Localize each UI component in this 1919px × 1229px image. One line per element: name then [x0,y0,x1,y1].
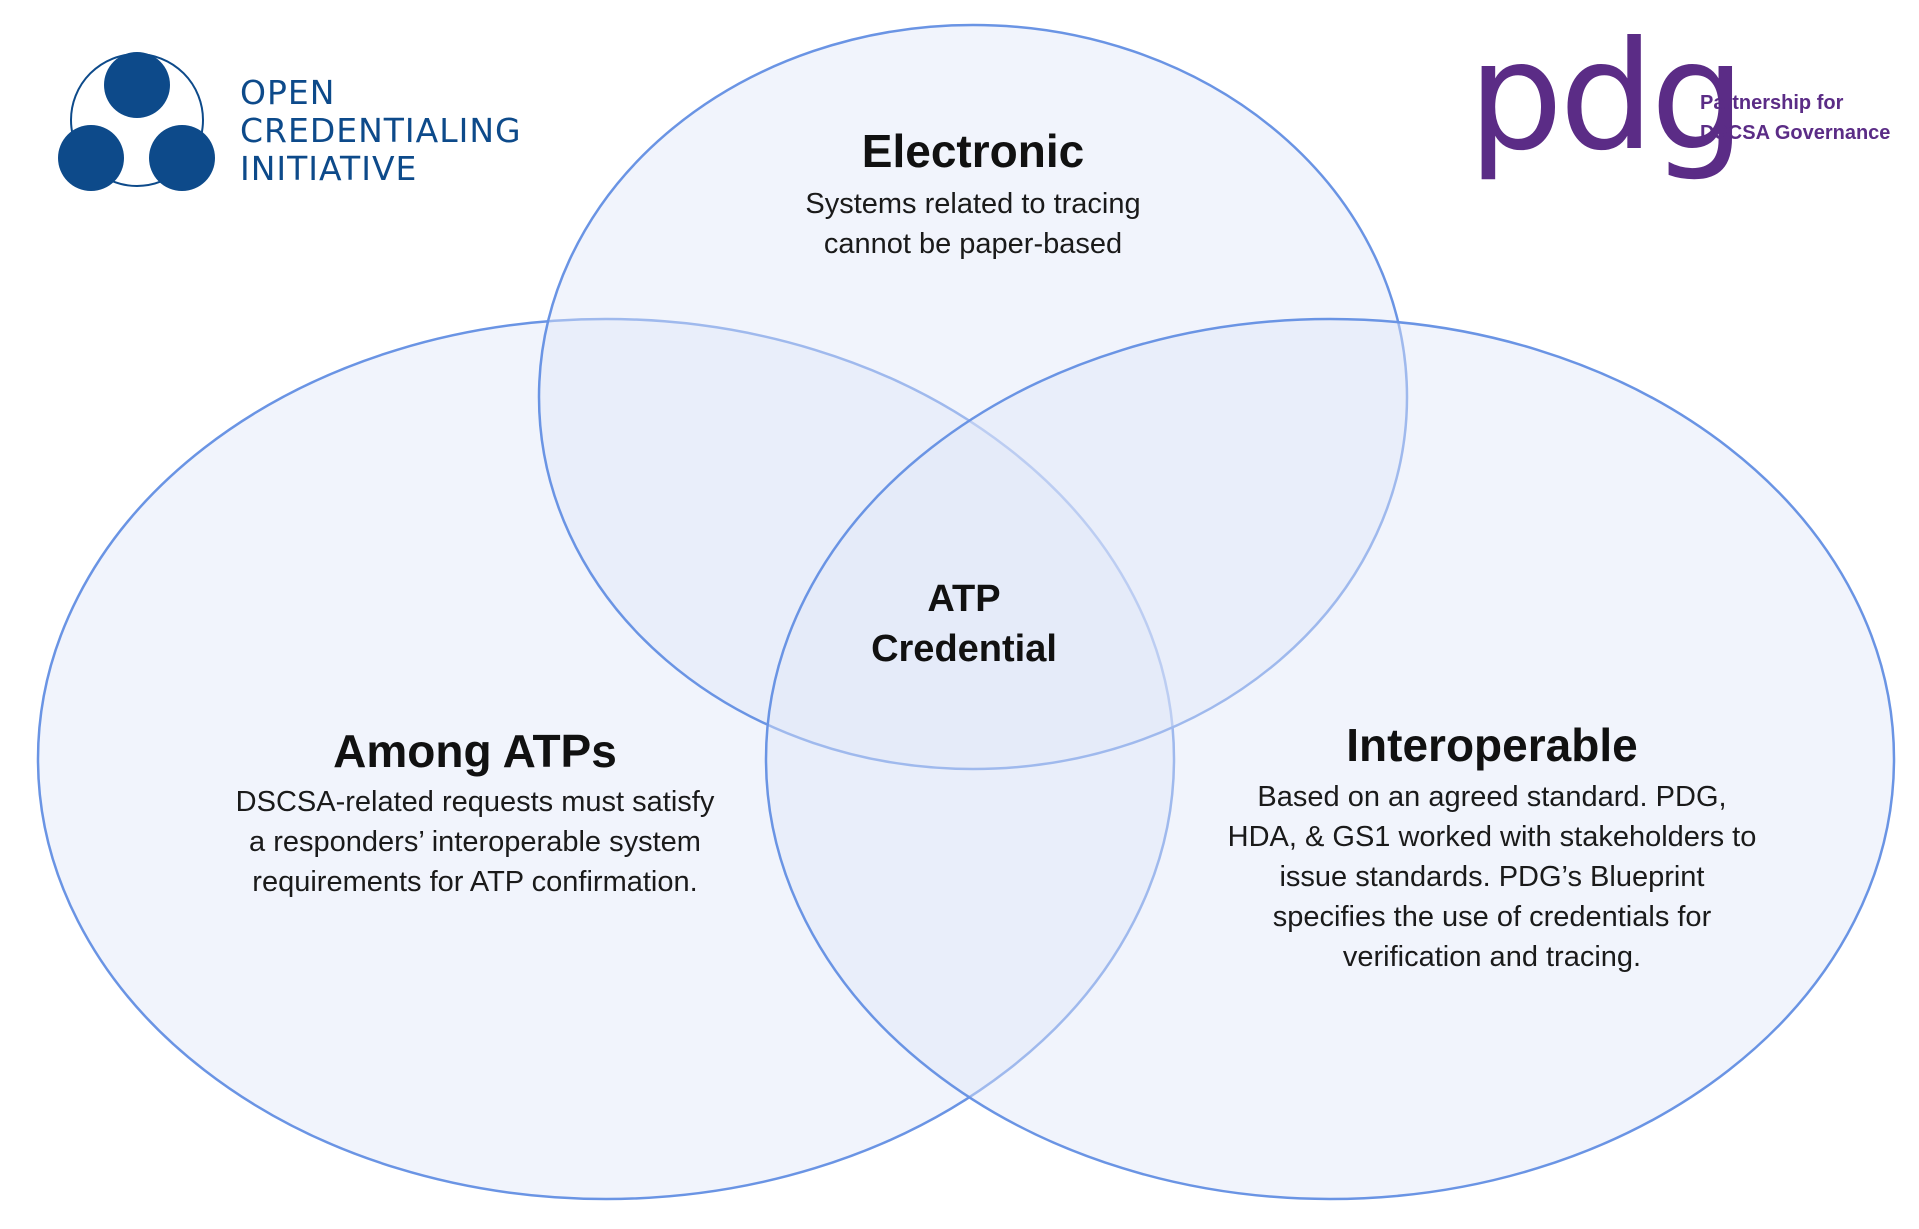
electronic-description: Systems related to tracing cannot be pap… [673,184,1273,264]
pdg-logo-subtitle: Partnership for DSCSA Governance [1700,88,1890,148]
interop-line2: HDA, & GS1 worked with stakeholders to [1227,821,1757,853]
center-line2: Credential [871,628,1057,670]
center-line1: ATP [927,578,1001,620]
circle-among-atps [36,317,1176,1201]
electronic-line1: Systems related to tracing [805,188,1141,220]
circle-electronic [537,23,1409,771]
interoperable-title: Interoperable [1346,719,1638,771]
oci-line3: INITIATIVE [240,149,418,188]
circle-interoperable [764,317,1896,1201]
interop-line5: verification and tracing. [1342,941,1642,973]
interoperable-description: Based on an agreed standard. PDG, HDA, &… [1092,777,1892,977]
pdg-logo-wordmark: pdg [1468,10,1746,184]
oci-line2: CREDENTIALING [240,111,522,150]
among-line1: DSCSA-related requests must satisfy [235,786,715,818]
among-atps-description: DSCSA-related requests must satisfy a re… [75,782,875,902]
among-line3: requirements for ATP confirmation. [252,866,698,898]
center-label: ATP Credential [814,574,1114,674]
interop-line4: specifies the use of credentials for [1272,901,1712,933]
pdg-sub-line2: DSCSA Governance [1700,122,1891,144]
among-atps-title: Among ATPs [333,725,617,777]
oci-logo-icon [58,52,215,191]
pdg-sub-line1: Partnership for [1700,92,1844,114]
electronic-title: Electronic [861,125,1085,177]
oci-logo-text: OPEN CREDENTIALING INITIATIVE [240,74,522,188]
among-line2: a responders’ interoperable system [249,826,701,858]
interop-line3: issue standards. PDG’s Blueprint [1279,861,1705,893]
oci-line1: OPEN [240,73,336,112]
electronic-line2: cannot be paper-based [823,228,1123,260]
interop-line1: Based on an agreed standard. PDG, [1257,781,1727,813]
